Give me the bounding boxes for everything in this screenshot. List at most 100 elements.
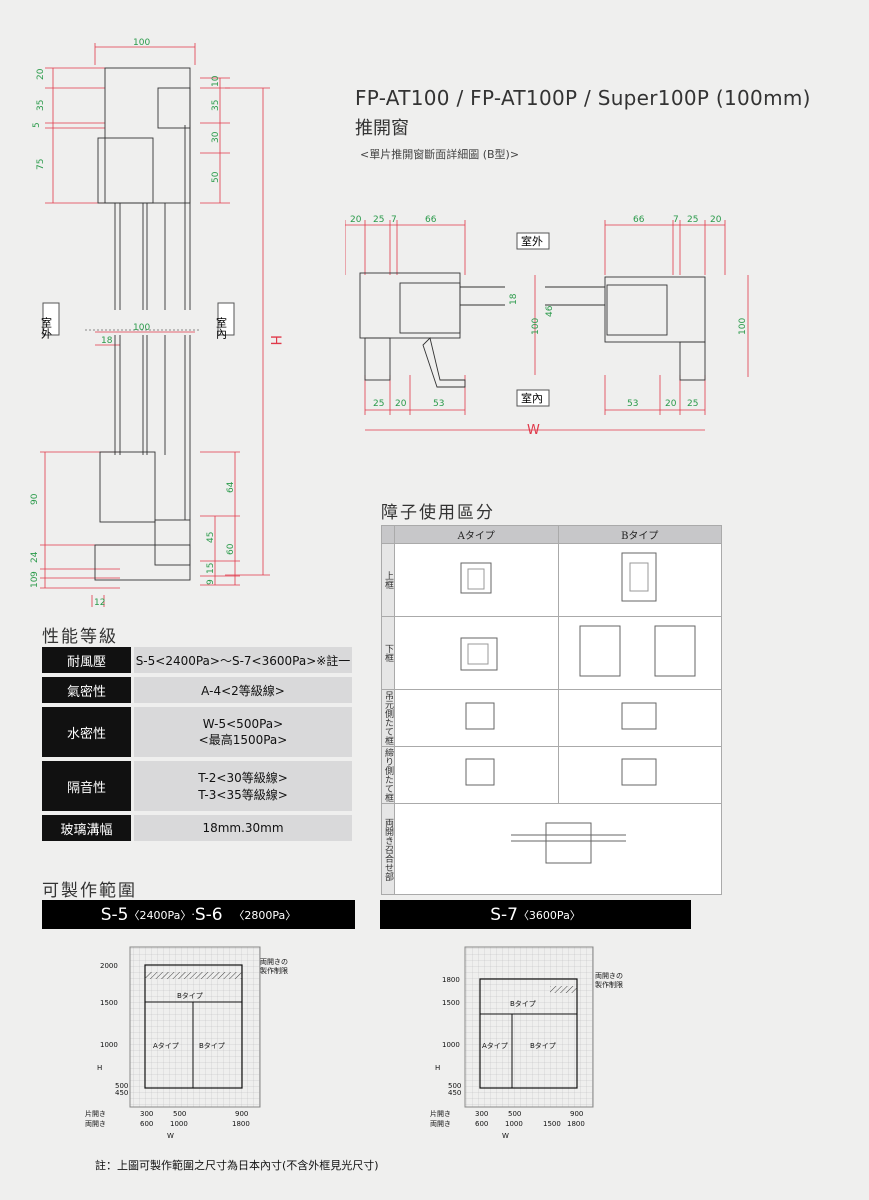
plan-top-right-2: 7 [673,215,679,225]
plan-mid: 18 [509,293,519,305]
bead-cell [394,616,559,690]
plan-width-label: W [527,423,540,438]
performance-value: W-5<500Pa> <最高1500Pa> [134,707,352,757]
right-x-1800: 1800 [567,1120,585,1128]
right-x-300: 300 [475,1110,488,1118]
left-y-450: 450 [115,1089,128,1097]
performance-value-line: S-5<2400Pa>～S-7<3600Pa>※註一 [135,653,351,668]
right-note-1: 両開きの [595,972,623,980]
performance-key: 玻璃溝幅 [42,815,131,841]
plan-bottom-right-1: 53 [627,399,638,409]
left-area-b-top: Bタイプ [177,991,203,1000]
dim-bottom-width: 12 [94,598,105,608]
left-area-b: Bタイプ [199,1041,225,1050]
bead-table: Aタイプ Bタイプ 上框 下框 吊元側たて框 締り側たて框 両開き召合せ部 [381,525,722,895]
right-note-2: 製作制限 [595,980,623,989]
right-row-single: 片開き [430,1109,451,1118]
left-y-1000: 1000 [100,1041,118,1049]
left-note-1: 両開きの [260,958,288,966]
performance-key: 隔音性 [42,761,131,811]
performance-key: 水密性 [42,707,131,757]
plan-top-left-4: 66 [425,215,437,225]
plan-top-right-4: 20 [710,215,722,225]
right-row-double: 両開き [430,1120,451,1128]
bead-row-header: 両開き召合せ部 [381,803,395,895]
dim-left-3: 5 [32,122,42,128]
dim-bottom-right-4: 15 [206,563,216,574]
page-caption: <單片推開窗斷面詳細圖 (B型)> [360,148,520,161]
performance-value: T-2<30等級線> T-3<35等級線> [134,761,352,811]
range-band-left: S-5〈2400Pa〉·S-6 〈2800Pa〉 [42,900,355,929]
performance-value-line: T-2<30等級線> [198,771,288,785]
performance-value-line: A-4<2等級線> [201,683,285,698]
plan-label-outside: 室外 [521,234,543,248]
dim-right-1: 10 [211,75,221,87]
right-y-1000: 1000 [442,1041,460,1049]
performance-row: 水密性 W-5<500Pa> <最高1500Pa> [42,707,352,757]
label-outside: 室外 [40,316,53,340]
left-y-500: 500 [115,1082,128,1090]
footnote: 註：上圖可製作範圍之尺寸為日本內寸(不含外框見光尺寸) [95,1159,379,1172]
left-axis-w: W [167,1132,174,1140]
right-x-900: 900 [570,1110,583,1118]
dim-bottom-right-1: 64 [226,481,236,493]
bead-row-header: 上框 [381,543,395,617]
band-right-a: S-7 [490,904,518,925]
band-left-a: S-5 [100,904,129,925]
left-x-1000: 1000 [170,1120,188,1128]
dim-bottom-right-2: 45 [206,532,216,543]
range-band-right: S-7〈3600Pa〉 [380,900,691,929]
performance-value-line: <最高1500Pa> [198,732,288,747]
performance-value-line: 18mm.30mm [202,821,284,835]
plan-side-right: 100 [738,318,748,335]
bead-cell [557,746,722,804]
performance-row: 隔音性 T-2<30等級線> T-3<35等級線> [42,761,352,811]
left-area-a: Aタイプ [153,1041,179,1050]
bead-row-header: 下框 [381,616,395,690]
performance-value: S-5<2400Pa>～S-7<3600Pa>※註一 [134,647,352,673]
dim-top-width: 100 [133,38,150,48]
plan-top-right-1: 66 [633,215,645,225]
dim-bottom-left-1: 90 [30,493,40,505]
plan-bottom-left-2: 20 [395,399,407,409]
horizontal-section-drawing: 20 25 7 66 66 7 25 20 25 20 53 53 20 25 … [345,215,749,438]
page-title: FP-AT100 / FP-AT100P / Super100P (100mm) [355,86,811,110]
left-y-1500: 1500 [100,999,118,1007]
left-row-double: 両開き [85,1120,106,1128]
bead-cell [557,689,722,747]
plan-bottom-left-1: 25 [373,399,384,409]
right-y-1800: 1800 [442,976,460,984]
bead-cell [394,689,559,747]
dim-bottom-right-5: 9 [206,579,216,585]
plan-label-inside: 室內 [521,391,543,405]
dim-bottom-right-3: 60 [226,543,236,555]
dim-bottom-left-4: 10 [30,576,40,588]
bead-table-corner [381,525,395,544]
plan-side-left-2: 46 [545,305,555,317]
dim-bottom-left-2: 24 [30,551,40,563]
right-area-a: Aタイプ [482,1041,508,1050]
right-x-1000: 1000 [505,1120,523,1128]
bead-col-b: Bタイプ [557,525,722,544]
range-chart-right: 1800 1500 1000 500 450 Bタイプ Aタイプ Bタイプ 両開… [430,946,623,1140]
right-y-500: 500 [448,1082,461,1090]
left-x-1800: 1800 [232,1120,250,1128]
band-left-a-sub: 〈2400Pa〉 [128,908,192,922]
bead-col-a: Aタイプ [394,525,559,544]
performance-key: 氣密性 [42,677,131,703]
bead-row-header: 吊元側たて框 [381,689,395,747]
left-x-500: 500 [173,1110,186,1118]
performance-key: 耐風壓 [42,647,131,673]
label-inside: 室內 [215,316,228,340]
performance-value-line: T-3<35等級線> [198,788,288,802]
range-chart-left: 2000 1500 1000 500 450 Bタイプ Aタイプ Bタイプ 両開… [85,946,288,1140]
plan-top-right-3: 25 [687,215,698,225]
performance-value: 18mm.30mm [134,815,352,841]
left-x-300: 300 [140,1110,153,1118]
page-subtitle: 推開窗 [355,118,409,139]
vertical-section-drawing: 100 100 18 20 35 5 75 10 35 30 50 90 24 … [30,38,283,608]
bead-cell [394,803,722,895]
left-row-single: 片開き [85,1109,106,1118]
dim-right-4: 50 [211,171,221,183]
right-area-b-top: Bタイプ [510,999,536,1008]
